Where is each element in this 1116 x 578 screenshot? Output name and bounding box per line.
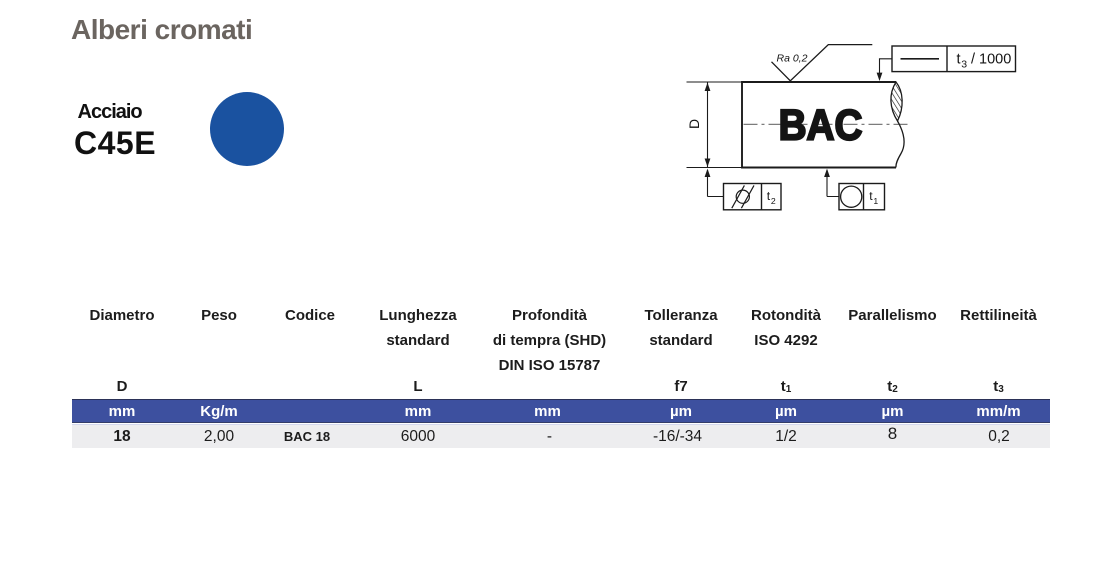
svg-text:t: t xyxy=(957,51,961,67)
svg-text:t: t xyxy=(767,189,771,203)
svg-text:D: D xyxy=(686,119,702,129)
svg-text:/ 1000: / 1000 xyxy=(971,51,1011,67)
svg-text:Ra 0,2: Ra 0,2 xyxy=(777,52,808,64)
svg-text:t: t xyxy=(869,189,873,203)
svg-text:1: 1 xyxy=(873,196,878,206)
svg-text:3: 3 xyxy=(961,58,967,70)
svg-text:2: 2 xyxy=(771,196,776,206)
svg-text:BAC: BAC xyxy=(779,101,863,149)
